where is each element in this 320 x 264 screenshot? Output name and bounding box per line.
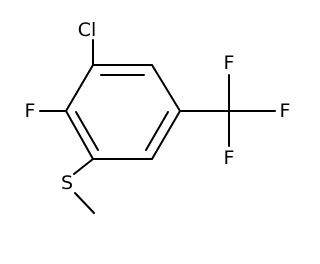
- bonds: [39, 39, 276, 214]
- ring-bond-c5-c6: [65, 110, 94, 160]
- structure-canvas: Cl F S F F F: [24, 19, 291, 214]
- atom-label-f-ring: F: [25, 100, 36, 122]
- double-bond-inner-left: [75, 111, 99, 151]
- bond-c-s: [73, 158, 94, 175]
- atom-label-cl: Cl: [78, 19, 97, 41]
- atom-label-f-top: F: [224, 52, 235, 74]
- atom-labels: Cl F S F F F: [25, 19, 291, 194]
- ring-bond-c2-c3: [151, 64, 181, 112]
- ring-bond-c6-c1: [65, 64, 94, 112]
- atom-label-f-bottom: F: [224, 147, 235, 169]
- atom-label-f-right: F: [280, 100, 291, 122]
- ring-bond-c3-c4: [151, 110, 181, 160]
- molecule-drawing: Cl F S F F F: [25, 19, 291, 214]
- atom-label-s: S: [61, 172, 73, 194]
- double-bond-inner-right: [145, 111, 169, 151]
- bond-s-ch3: [74, 192, 95, 214]
